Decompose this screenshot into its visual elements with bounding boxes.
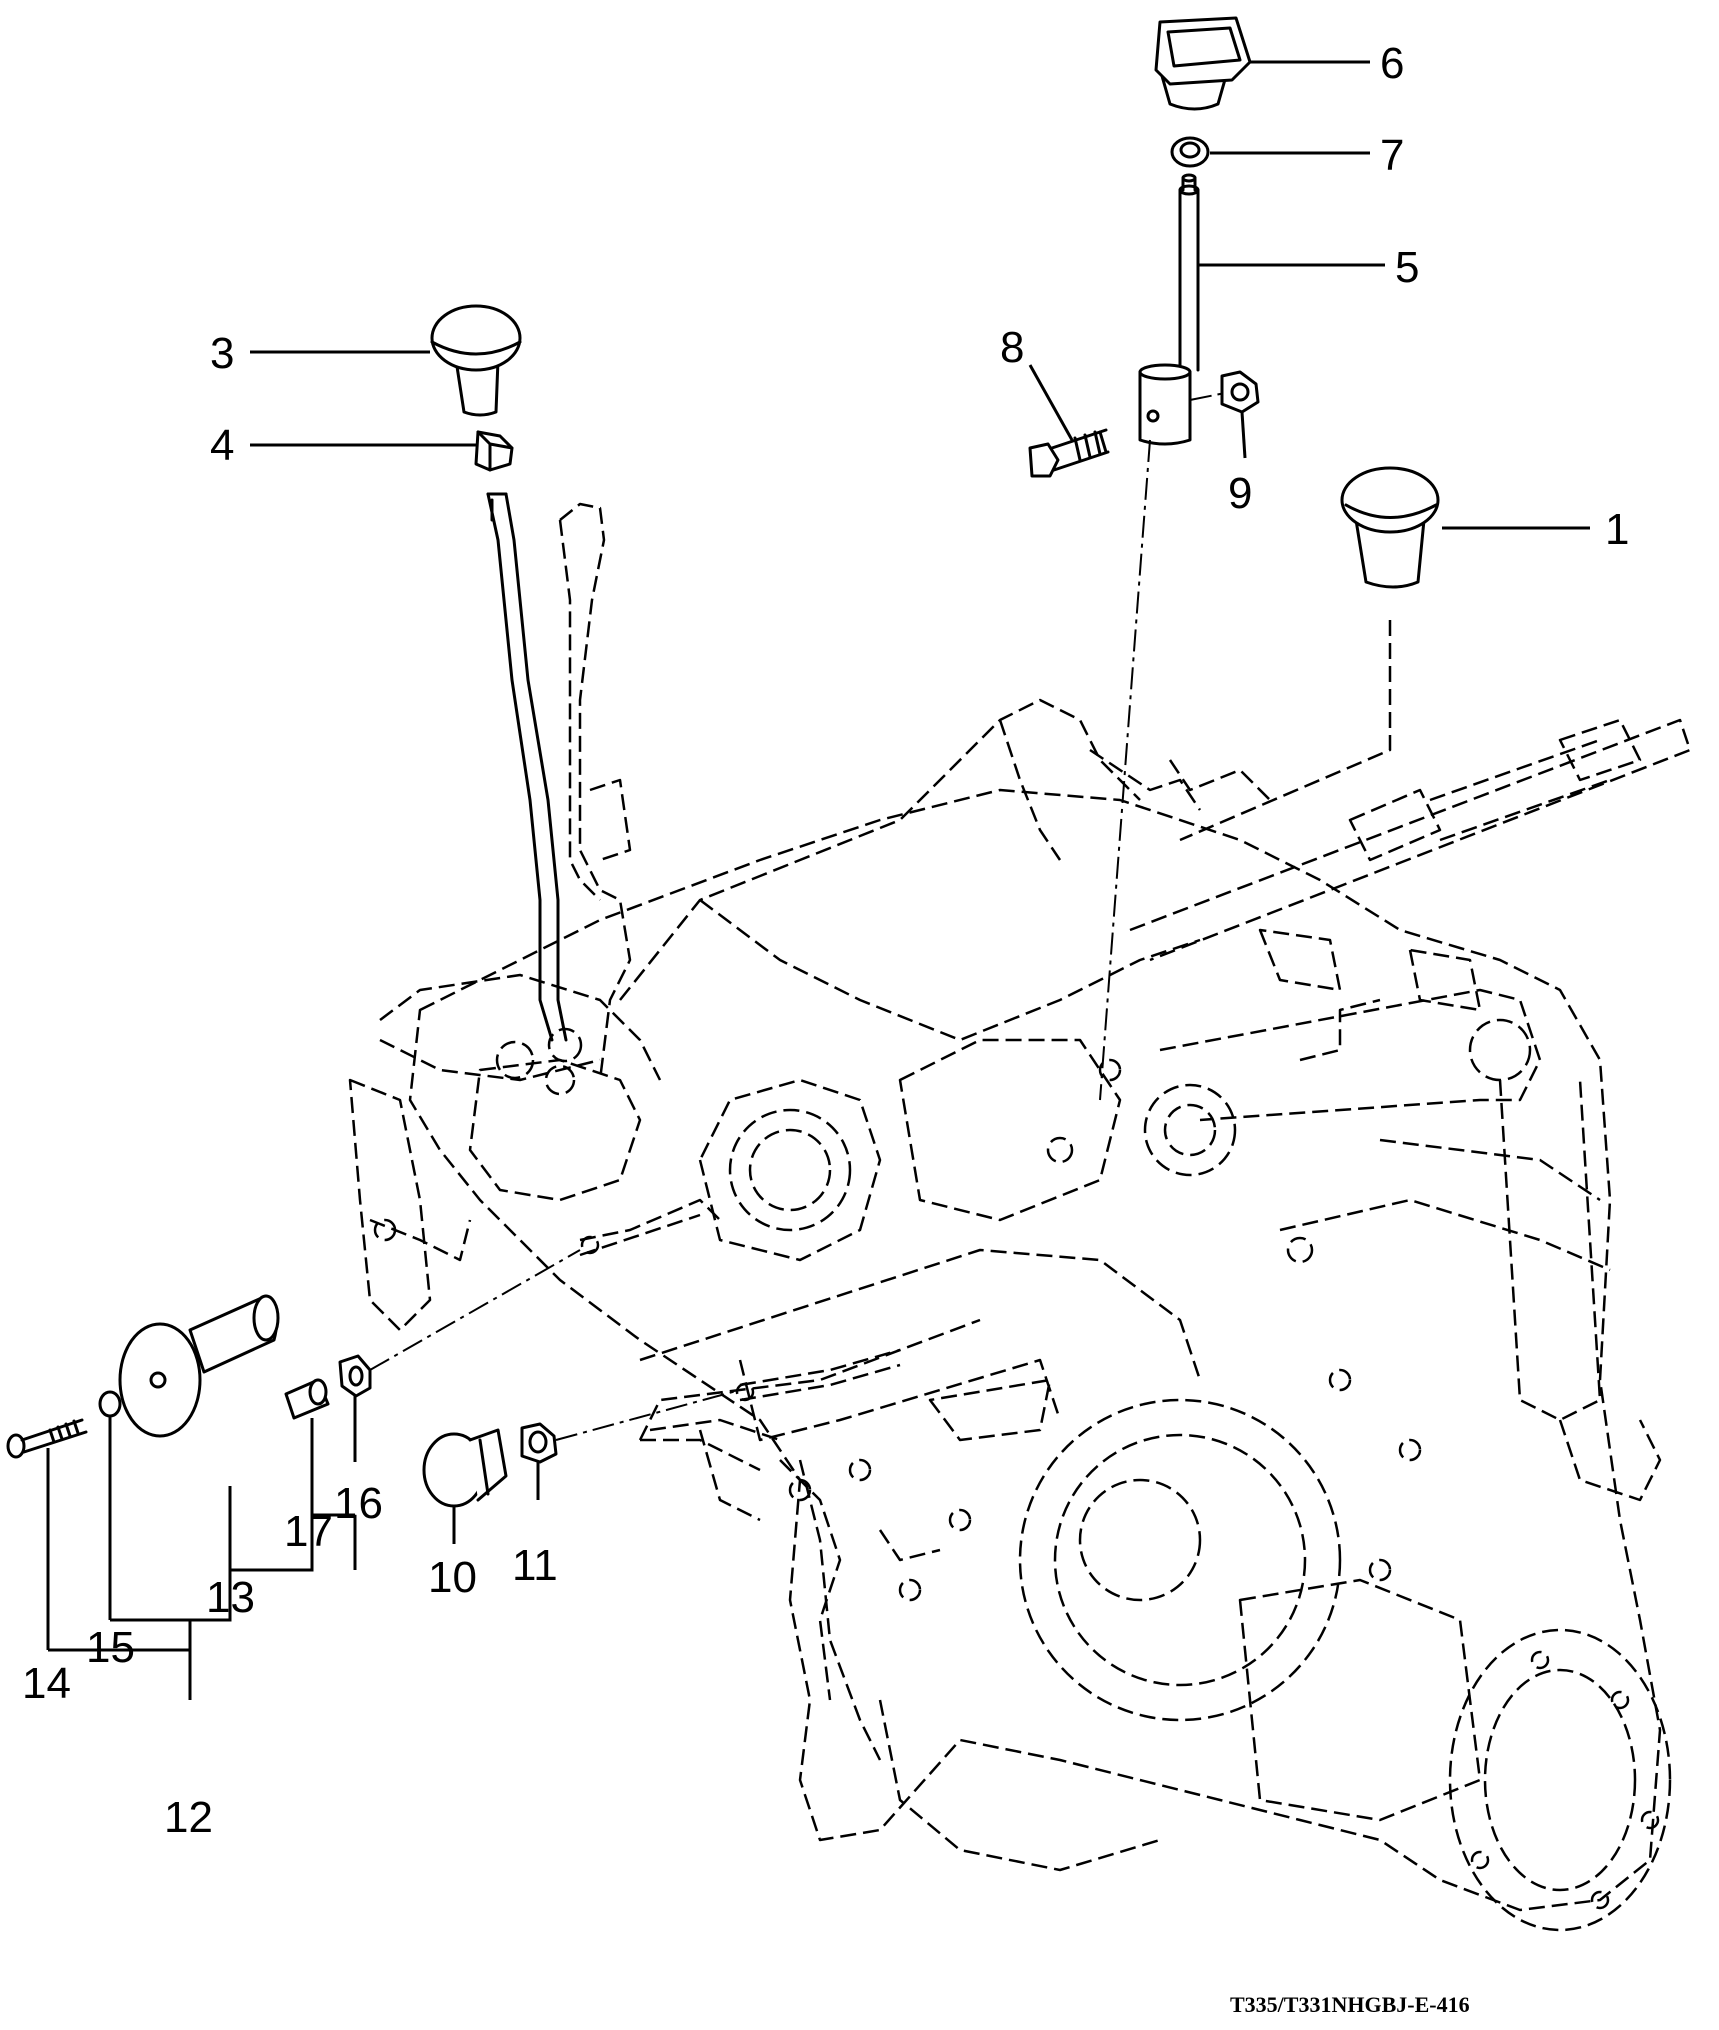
nut-4 xyxy=(474,430,514,472)
knob-13 xyxy=(118,1294,280,1438)
callout-6: 6 xyxy=(1380,39,1404,88)
callout-4: 4 xyxy=(210,421,234,470)
callout-14: 14 xyxy=(22,1659,71,1708)
knob-10 xyxy=(422,1428,508,1508)
nut-9 xyxy=(1220,370,1260,414)
callout-1: 1 xyxy=(1605,505,1629,554)
spacer-17 xyxy=(284,1378,330,1420)
knob-3 xyxy=(430,304,522,417)
callout-10: 10 xyxy=(428,1553,477,1602)
callout-17: 17 xyxy=(284,1507,333,1556)
callout-5: 5 xyxy=(1395,243,1419,292)
nut-7 xyxy=(1170,136,1210,168)
callout-9: 9 xyxy=(1228,469,1252,518)
chain-line-16 xyxy=(369,1249,581,1371)
transmission-assembly-outline xyxy=(348,620,1692,1932)
callout-13: 13 xyxy=(206,1573,255,1622)
bolt-8 xyxy=(1028,428,1110,478)
callout-16: 16 xyxy=(334,1479,383,1528)
callout-7: 7 xyxy=(1380,131,1404,180)
chain-line-11 xyxy=(555,1389,741,1441)
callout-labels: 1 3 4 5 6 7 8 9 10 11 12 13 14 15 16 17 xyxy=(22,39,1629,1842)
secondary-lever-dashed xyxy=(558,502,632,1081)
leader-lines xyxy=(46,60,1590,1700)
nut-11 xyxy=(520,1422,558,1464)
knob-6 xyxy=(1154,16,1252,111)
callout-11: 11 xyxy=(512,1541,558,1590)
knob-1 xyxy=(1340,466,1440,589)
nut-16 xyxy=(338,1354,372,1398)
lever-5-assembly xyxy=(1099,173,1241,1101)
main-lever-rod xyxy=(486,492,568,1042)
callout-3: 3 xyxy=(210,329,234,378)
screw-14 xyxy=(6,1418,88,1459)
washer-15 xyxy=(98,1390,122,1418)
drawing-reference-code: T335/T331NHGBJ-E-416 xyxy=(1230,1992,1470,2017)
callout-15: 15 xyxy=(86,1623,135,1672)
callout-8: 8 xyxy=(1000,323,1024,372)
callout-12: 12 xyxy=(164,1793,213,1842)
